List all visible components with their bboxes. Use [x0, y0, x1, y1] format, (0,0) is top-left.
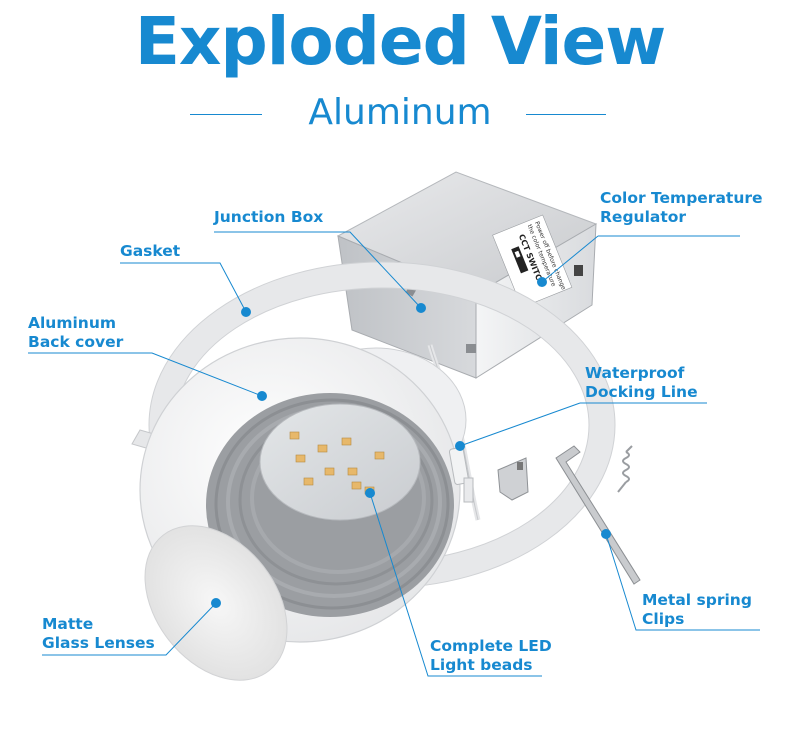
label-back-cover-line2: Back cover	[28, 333, 124, 351]
metal-spring-clip	[555, 445, 641, 585]
spring-bracket	[497, 457, 529, 501]
subtitle-rule-right	[526, 114, 606, 115]
coil-spring	[617, 445, 633, 493]
label-color-temperature-regulator: Color Temperature Regulator	[600, 189, 763, 227]
label-led-line1: Complete LED	[430, 637, 552, 655]
label-aluminum-back-cover: Aluminum Back cover	[28, 314, 123, 352]
label-complete-led-light-beads: Complete LED Light beads	[430, 637, 552, 675]
label-metal-spring-clips: Metal spring Clips	[642, 591, 752, 629]
label-color-temp-line1: Color Temperature	[600, 189, 763, 207]
label-color-temp-line2: Regulator	[600, 208, 687, 226]
led-board	[259, 403, 421, 521]
label-metal-spring-line2: Clips	[642, 610, 685, 628]
label-matte-line2: Glass Lenses	[42, 634, 155, 652]
label-matte-glass-lenses: Matte Glass Lenses	[42, 615, 155, 653]
label-back-cover-line1: Aluminum	[28, 314, 117, 332]
label-metal-spring-line1: Metal spring	[642, 591, 752, 609]
label-led-line2: Light beads	[430, 656, 533, 674]
label-matte-line1: Matte	[42, 615, 94, 633]
label-junction-box-text: Junction Box	[214, 208, 324, 226]
page-subtitle: Aluminum	[308, 92, 492, 133]
page-title: Exploded View	[134, 3, 666, 80]
label-junction-box: Junction Box	[214, 208, 323, 227]
leader-lines	[28, 231, 760, 677]
label-gasket: Gasket	[120, 242, 180, 261]
label-waterproof-line1: Waterproof	[585, 364, 685, 382]
leader-dots	[211, 277, 611, 608]
label-gasket-text: Gasket	[120, 242, 181, 260]
label-waterproof-line2: Docking Line	[585, 383, 698, 401]
label-waterproof-docking-line: Waterproof Docking Line	[585, 364, 698, 402]
subtitle-rule-left	[190, 114, 262, 115]
